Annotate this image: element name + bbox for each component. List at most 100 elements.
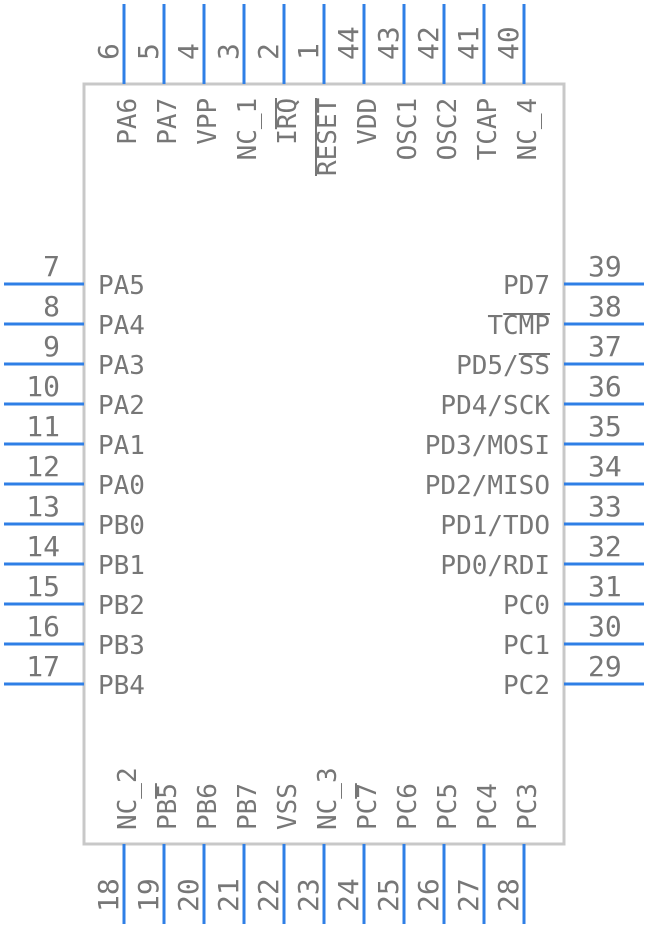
pin-number: 31: [588, 570, 622, 603]
pin-name-pb0: PB0: [98, 511, 145, 541]
pin-name-pb7: PB7: [233, 783, 263, 830]
pin-name-reset: RESET: [313, 97, 343, 176]
pin-name-pc6: PC6: [393, 783, 423, 830]
pin-number: 1: [292, 43, 325, 60]
pin-26: 26 PC5: [412, 783, 463, 924]
pin-number: 14: [26, 530, 60, 563]
package-body: [82, 82, 566, 846]
pin-name-pa2: PA2: [98, 391, 145, 421]
pin-number: 29: [588, 650, 622, 683]
pin-number: 26: [412, 878, 445, 912]
pin-number: 32: [588, 530, 622, 563]
pin-number: 33: [588, 490, 622, 523]
pin-number: 3: [212, 43, 245, 60]
pin-number: 15: [26, 570, 60, 603]
pin-name-pa1: PA1: [98, 431, 145, 461]
pin-name-pb2: PB2: [98, 591, 145, 621]
pin-name-pc1: PC1: [503, 631, 550, 661]
pin-name-pc0: PC0: [503, 591, 550, 621]
pin-number: 22: [252, 878, 285, 912]
pin-number: 11: [26, 410, 60, 443]
pin-number: 18: [92, 878, 125, 912]
pin-name-osc1: OSC1: [393, 98, 423, 161]
pin-name-pb6: PB6: [193, 783, 223, 830]
pin-name-vpp: VPP: [193, 98, 223, 145]
pin-number: 19: [132, 878, 165, 912]
pin-number: 43: [372, 26, 405, 60]
pin-name-osc2: OSC2: [433, 98, 463, 161]
pin-number: 42: [412, 26, 445, 60]
pin-name-pd1-tdo: PD1/TDO: [440, 511, 550, 541]
pin-number: 34: [588, 450, 622, 483]
pin-name-pa5: PA5: [98, 271, 145, 301]
pin-number: 40: [492, 26, 525, 60]
pin-name-pd7: PD7: [503, 271, 550, 301]
pin-name-pa3: PA3: [98, 351, 145, 381]
pin-25: 25 PC6: [372, 783, 423, 924]
pin-number: 10: [26, 370, 60, 403]
pin-name-pa6: PA6: [113, 98, 143, 145]
pin-number: 25: [372, 878, 405, 912]
pin-number: 4: [172, 43, 205, 60]
pin-name-pd3-mosi: PD3/MOSI: [425, 431, 550, 461]
pin-name-pa0: PA0: [98, 471, 145, 501]
pin-number: 17: [26, 650, 60, 683]
pin-number: 5: [132, 43, 165, 60]
pin-name-pa4: PA4: [98, 311, 145, 341]
pin-name-nc-3: NC_3: [313, 767, 343, 830]
pin-number: 2: [252, 43, 285, 60]
pin-number: 39: [588, 250, 622, 283]
pin-name-pc2: PC2: [503, 671, 550, 701]
pin-name-pd0-rdi: PD0/RDI: [440, 551, 550, 581]
pin-21: 21 PB7: [212, 783, 263, 924]
pin-name-irq: IRQ: [273, 98, 303, 145]
pin-number: 20: [172, 878, 205, 912]
pin-number: 41: [452, 26, 485, 60]
pin-name-nc-1: NC_1: [233, 98, 263, 161]
pin-name-pb4: PB4: [98, 671, 145, 701]
pin-name-nc-4: NC_4: [513, 98, 543, 161]
pin-name-pb5: PB5: [153, 783, 183, 830]
pin-number: 9: [43, 330, 60, 363]
pin-name-pc5: PC5: [433, 783, 463, 830]
pin-name-tcap: TCAP: [473, 98, 503, 161]
pin-number: 44: [332, 26, 365, 60]
pin-number: 12: [26, 450, 60, 483]
pin-number: 37: [588, 330, 622, 363]
pin-number: 21: [212, 878, 245, 912]
pin-number: 6: [92, 43, 125, 60]
pin-name-pd5-ss: PD5/SS: [456, 351, 550, 381]
pin-name-pc7: PC7: [353, 783, 383, 830]
pin-name-pa7: PA7: [153, 98, 183, 145]
